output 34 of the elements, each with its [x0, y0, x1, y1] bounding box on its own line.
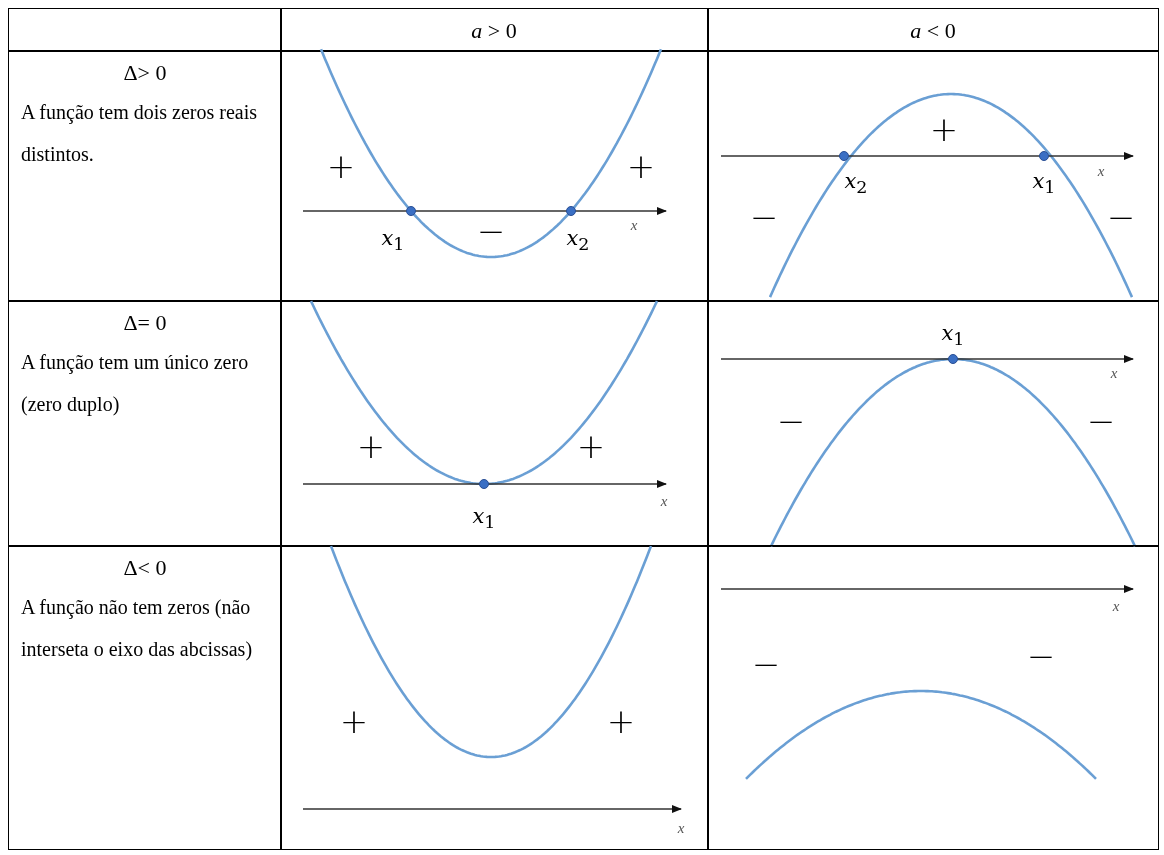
root-label: x$_{1}$	[381, 228, 405, 254]
sign-label: +	[339, 704, 369, 738]
root-label: x$_{2}$	[844, 171, 868, 197]
sign-label: −	[1026, 639, 1056, 673]
sign-label: −	[776, 404, 806, 438]
column-header: a > 0	[471, 20, 517, 42]
row-description: A função tem dois zeros reais distintos.	[21, 100, 259, 167]
axis-label: x	[1097, 163, 1105, 179]
column-header: a < 0	[910, 20, 956, 42]
sign-label: +	[576, 429, 606, 463]
sign-label: +	[929, 112, 959, 146]
axis-label: x	[677, 820, 685, 836]
sign-label: −	[476, 214, 506, 248]
row-description: A função não tem zeros (não interseta o eixo das abcissas)	[21, 595, 254, 663]
axis-label: x	[660, 493, 668, 509]
root-label: x$_{1}$	[472, 506, 496, 532]
axis-label: x	[630, 217, 638, 233]
sign-label: +	[356, 429, 386, 463]
sign-label: −	[749, 200, 779, 234]
row-header: Δ< 0	[123, 557, 167, 579]
sign-label: −	[1086, 404, 1116, 438]
root-label: x$_{1}$	[1032, 171, 1056, 197]
root-label: x$_{2}$	[566, 228, 590, 254]
sign-label: −	[751, 647, 781, 681]
sign-label: +	[606, 704, 636, 738]
axis-label: x	[1110, 365, 1118, 381]
axis-label: x	[1112, 598, 1120, 614]
row-header: Δ= 0	[123, 312, 167, 334]
sign-label: −	[1106, 200, 1136, 234]
row-header: Δ> 0	[123, 62, 167, 84]
sign-label: +	[626, 149, 656, 183]
sign-label: +	[326, 149, 356, 183]
row-description: A função tem um único zero (zero duplo)	[21, 350, 250, 418]
root-label: x$_{1}$	[941, 323, 965, 349]
